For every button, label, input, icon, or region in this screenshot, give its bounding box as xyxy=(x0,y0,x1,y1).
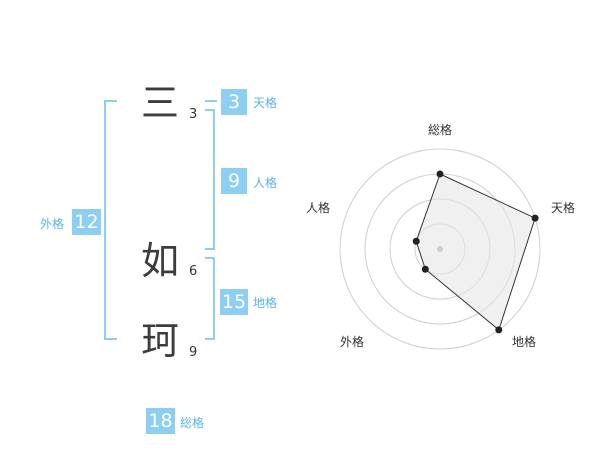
tenkaku-value-badge: 3 xyxy=(221,89,247,115)
radar-data-polygon xyxy=(415,173,536,331)
gaikaku-value-badge: 12 xyxy=(72,209,101,235)
name-char-1: 三 xyxy=(140,81,179,125)
gaikaku-bracket xyxy=(104,100,117,340)
radar-axis-label-tenkaku: 天格 xyxy=(551,201,576,215)
gaikaku-label: 外格 xyxy=(40,217,65,231)
stroke-count-2: 6 xyxy=(189,264,198,279)
radar-ring-4 xyxy=(339,148,541,350)
jinkaku-value-badge: 9 xyxy=(221,168,247,194)
radar-axis-label-chikaku: 地格 xyxy=(512,335,537,349)
name-char-3: 珂 xyxy=(140,319,179,363)
radar-point-1 xyxy=(436,170,444,178)
tenkaku-label: 天格 xyxy=(253,96,278,110)
radar-center-dot xyxy=(437,246,443,252)
radar-axis-label-soukaku: 総格 xyxy=(428,123,453,137)
radar-data-points xyxy=(412,170,539,334)
chikaku-bracket xyxy=(205,257,215,340)
stroke-count-1: 3 xyxy=(189,107,198,122)
stroke-count-3: 9 xyxy=(189,345,198,360)
jinkaku-bracket xyxy=(205,109,215,250)
radar-point-2 xyxy=(531,214,539,222)
radar-axis-label-jinkaku: 人格 xyxy=(306,201,331,215)
radar-point-5 xyxy=(412,237,420,245)
radar-point-3 xyxy=(495,326,503,334)
radar-point-4 xyxy=(421,265,429,273)
chikaku-label: 地格 xyxy=(253,296,278,310)
jinkaku-label: 人格 xyxy=(253,176,278,190)
soukaku-value-badge: 18 xyxy=(146,408,175,434)
chikaku-value-badge: 15 xyxy=(220,289,248,315)
soukaku-label: 総格 xyxy=(180,416,205,430)
name-char-2: 如 xyxy=(140,239,179,283)
radar-axis-label-gaikaku: 外格 xyxy=(340,335,365,349)
